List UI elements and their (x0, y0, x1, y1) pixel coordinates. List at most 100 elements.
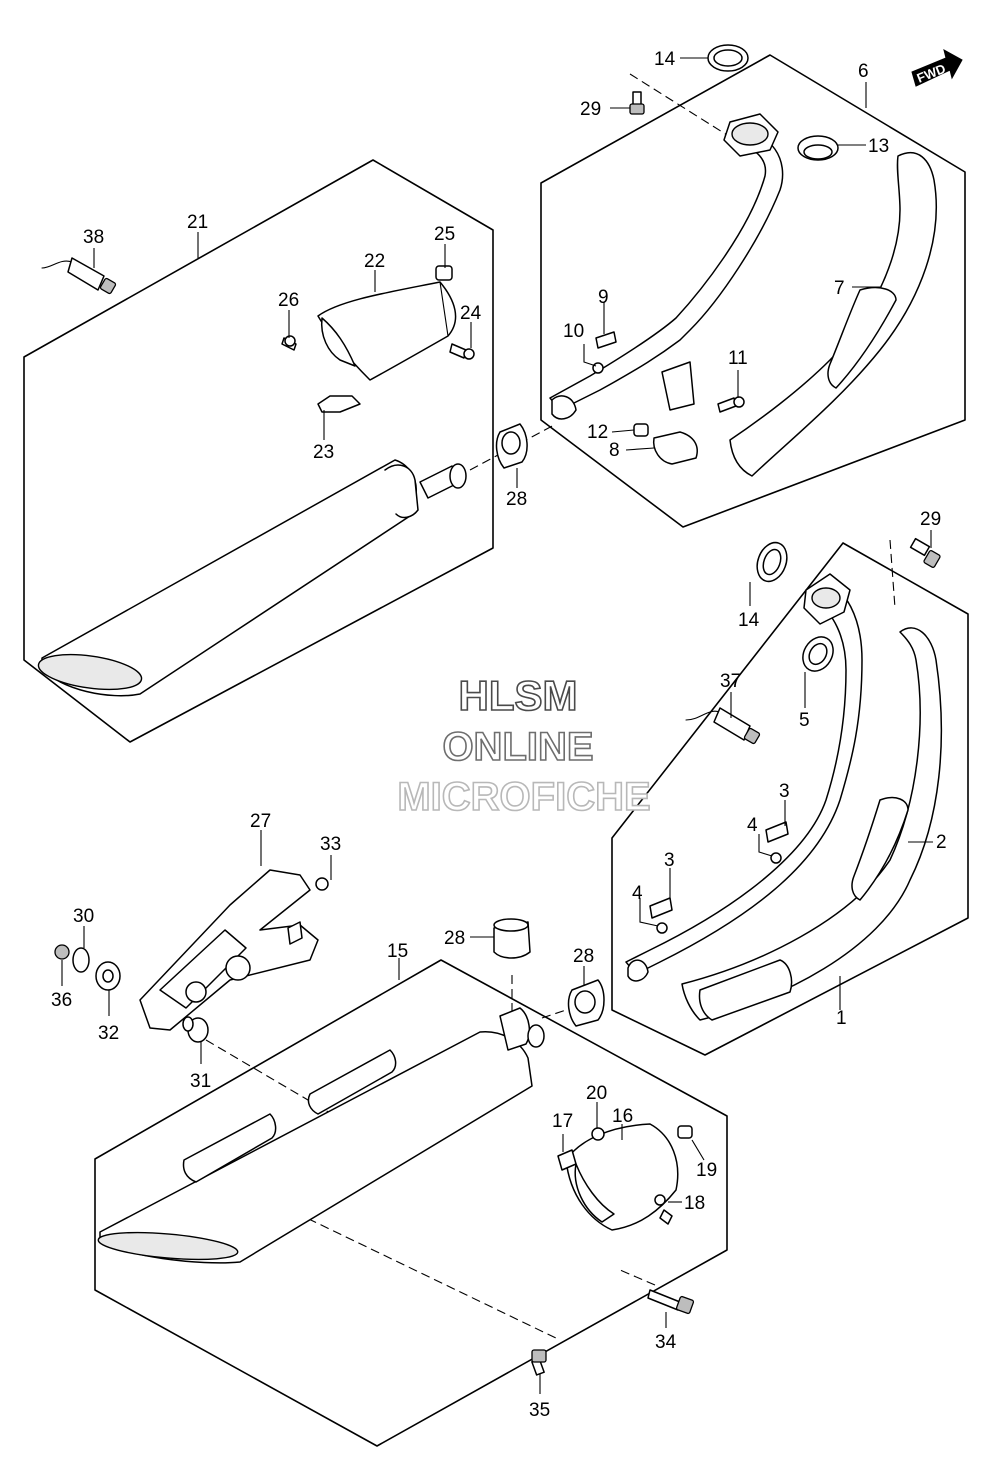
callout-11: 11 (728, 348, 748, 369)
callout-12: 12 (587, 422, 608, 443)
callout-25: 25 (434, 224, 455, 245)
group-outline-muffler-15 (94, 959, 728, 1447)
bracket-3-upper (765, 821, 789, 843)
leader-lines (61, 57, 933, 1394)
gasket-28-upper (495, 423, 528, 469)
muffler-15 (97, 1007, 545, 1264)
watermark-line-2: ONLINE (442, 725, 593, 769)
group-outline-front-pipe-6 (540, 54, 966, 528)
bolt-35 (531, 1349, 547, 1376)
callout-2: 2 (936, 832, 947, 853)
callout-30: 30 (73, 906, 94, 927)
callout-17: 17 (552, 1111, 573, 1132)
callout-29: 29 (580, 99, 601, 120)
bolt-18 (654, 1194, 673, 1225)
bolt-20 (591, 1127, 605, 1141)
bolt-24 (449, 343, 475, 360)
fwd-label: FWD (915, 61, 948, 86)
bolt-11 (717, 396, 745, 413)
callout-22: 22 (364, 251, 385, 272)
callout-15: 15 (387, 941, 408, 962)
callout-38: 38 (83, 227, 104, 248)
callout-33: 33 (320, 834, 341, 855)
callout-28: 28 (506, 489, 527, 510)
callout-34: 34 (655, 1332, 677, 1353)
callout-6: 6 (858, 61, 869, 82)
bolt-29-upper (629, 91, 645, 115)
callout-4: 4 (747, 815, 758, 836)
forward-arrow-icon: FWD (911, 49, 963, 87)
callout-20: 20 (586, 1083, 607, 1104)
gasket-14-upper (707, 44, 749, 72)
front-exhaust-pipe-6 (549, 113, 784, 420)
callout-8: 8 (609, 440, 620, 461)
callout-9: 9 (598, 287, 609, 308)
nut-19 (677, 1125, 693, 1139)
heat-shield-16 (565, 1123, 679, 1231)
callout-14: 14 (738, 610, 760, 631)
callout-5: 5 (799, 710, 810, 731)
oxygen-sensor-38 (41, 257, 117, 295)
gasket-14-lower (756, 541, 788, 583)
callout-26: 26 (278, 290, 299, 311)
bracket-9 (595, 331, 617, 349)
pipe-clamp-8 (652, 431, 698, 465)
bracket-3-lower (649, 897, 673, 919)
callout-27: 27 (250, 811, 271, 832)
bolt-33 (315, 877, 329, 891)
callout-16: 16 (612, 1106, 633, 1127)
callout-7: 7 (834, 278, 845, 299)
callout-36: 36 (51, 990, 72, 1011)
callout-35: 35 (529, 1400, 550, 1421)
callout-19: 19 (696, 1160, 717, 1181)
callout-13: 13 (868, 136, 889, 157)
bracket-23 (317, 395, 361, 413)
callout-1: 1 (836, 1008, 847, 1029)
callout-21: 21 (187, 212, 208, 233)
watermark: HLSM ONLINE MICROFICHE (397, 671, 652, 820)
clamp-13 (797, 135, 839, 161)
gasket-28-mid (493, 918, 531, 959)
muffler-21 (37, 459, 467, 697)
callout-14: 14 (654, 49, 676, 70)
callout-28: 28 (573, 946, 594, 967)
heat-shield-2 (681, 627, 943, 1021)
callout-4: 4 (632, 883, 643, 904)
callout-18: 18 (684, 1193, 705, 1214)
group-outline-muffler-21 (23, 159, 494, 743)
heat-shield-7 (729, 151, 938, 477)
washer-30 (72, 947, 90, 973)
group-outline-rear-pipe-1 (611, 542, 969, 1056)
callout-32: 32 (98, 1023, 119, 1044)
callout-labels: 1 2 3 3 4 4 5 6 7 8 9 10 11 12 13 14 14 … (51, 49, 947, 1421)
nut-12 (633, 423, 649, 437)
gasket-28-right (567, 979, 605, 1027)
nut-36 (54, 944, 70, 960)
callout-3: 3 (664, 850, 675, 871)
nut-25 (435, 265, 453, 281)
bolt-4-lower (656, 922, 668, 934)
muffler-bracket-27 (139, 869, 319, 1031)
bolt-29-lower (909, 537, 941, 568)
callout-37: 37 (720, 671, 741, 692)
callout-23: 23 (313, 442, 334, 463)
collar-31 (182, 1016, 209, 1043)
bolt-10 (592, 362, 604, 374)
clamp-5 (802, 636, 834, 672)
damper-32 (95, 961, 121, 991)
callout-28: 28 (444, 928, 465, 949)
callout-10: 10 (563, 321, 584, 342)
callout-3: 3 (779, 781, 790, 802)
callout-29: 29 (920, 509, 941, 530)
rear-exhaust-pipe-1 (625, 573, 863, 982)
heat-shield-22 (317, 281, 457, 381)
watermark-line-1: HLSM (459, 672, 578, 719)
watermark-line-3: MICROFICHE (397, 775, 650, 819)
bolt-4-upper (770, 852, 782, 864)
oxygen-sensor-37 (685, 707, 761, 745)
bolt-26 (281, 335, 297, 351)
callout-31: 31 (190, 1071, 211, 1092)
callout-24: 24 (460, 303, 482, 324)
bracket-17 (557, 1149, 577, 1171)
